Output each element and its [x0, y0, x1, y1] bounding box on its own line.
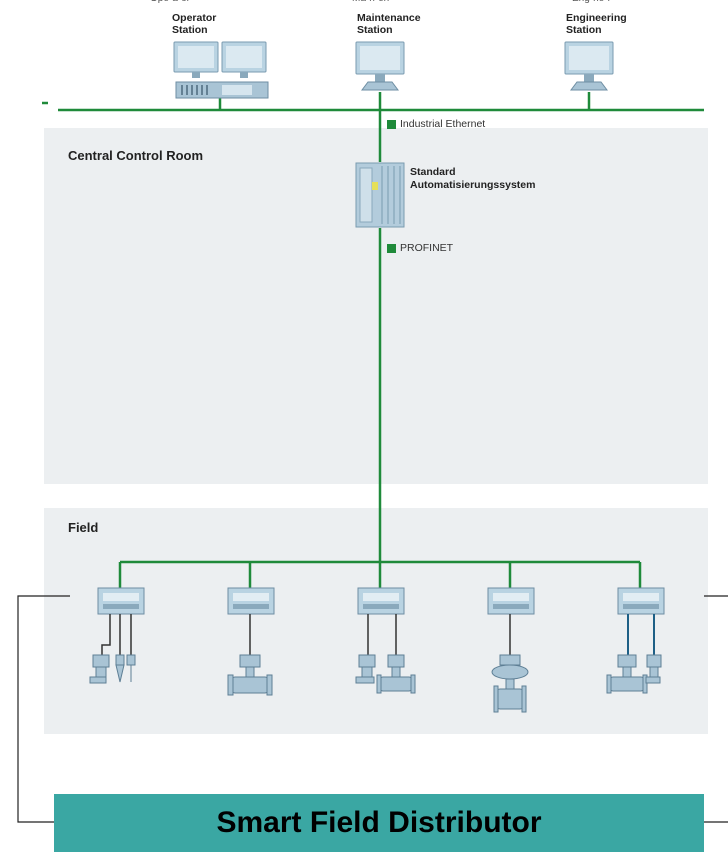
- sensor-icon: [126, 654, 136, 682]
- distributor-2: [227, 587, 275, 615]
- banner-title: Smart Field Distributor: [216, 806, 542, 839]
- industrial-ethernet-label: Industrial Ethernet: [387, 118, 485, 130]
- cropped-text: Ope·a·or: [150, 0, 190, 4]
- distributor-4: [487, 587, 535, 615]
- smart-field-distributor-banner: Smart Field Distributor: [54, 794, 704, 852]
- bus-legend-square: [387, 243, 396, 253]
- bus-legend-square: [387, 119, 396, 129]
- automation-system-icon: [355, 162, 405, 228]
- bracket-lines: [17, 595, 728, 823]
- field-devices: [89, 654, 662, 713]
- flowmeter-icon: [227, 654, 273, 696]
- distributor-1: [97, 587, 145, 615]
- control-valve-icon: [491, 654, 529, 713]
- left-bracket-line: [17, 595, 70, 823]
- device-cables: [101, 614, 511, 655]
- maintenance-station-icon: [355, 41, 405, 91]
- transmitter-icon: [645, 654, 662, 684]
- transmitter-icon: [355, 654, 376, 684]
- flowmeter-icon: [606, 654, 648, 694]
- operator-station-icon: [173, 41, 269, 99]
- sensor-icon: [115, 654, 125, 683]
- zone-title-field: Field: [68, 520, 99, 535]
- smart-field-distributor-icons: [97, 587, 665, 615]
- distributor-3: [357, 587, 405, 615]
- flowmeter-icon: [376, 654, 416, 694]
- zone-title-control-room: Central Control Room: [68, 148, 204, 163]
- device-cables-blue: [627, 614, 655, 655]
- bus-lines: [42, 92, 704, 588]
- transmitter-icon: [89, 654, 110, 684]
- cropped-text: Ma·n·en: [352, 0, 389, 4]
- cropped-text: Eng·ne·r: [572, 0, 611, 4]
- distributor-5: [617, 587, 665, 615]
- profinet-label: PROFINET: [387, 242, 453, 254]
- engineering-station-icon: [564, 41, 614, 91]
- field-zone: Field: [44, 508, 708, 734]
